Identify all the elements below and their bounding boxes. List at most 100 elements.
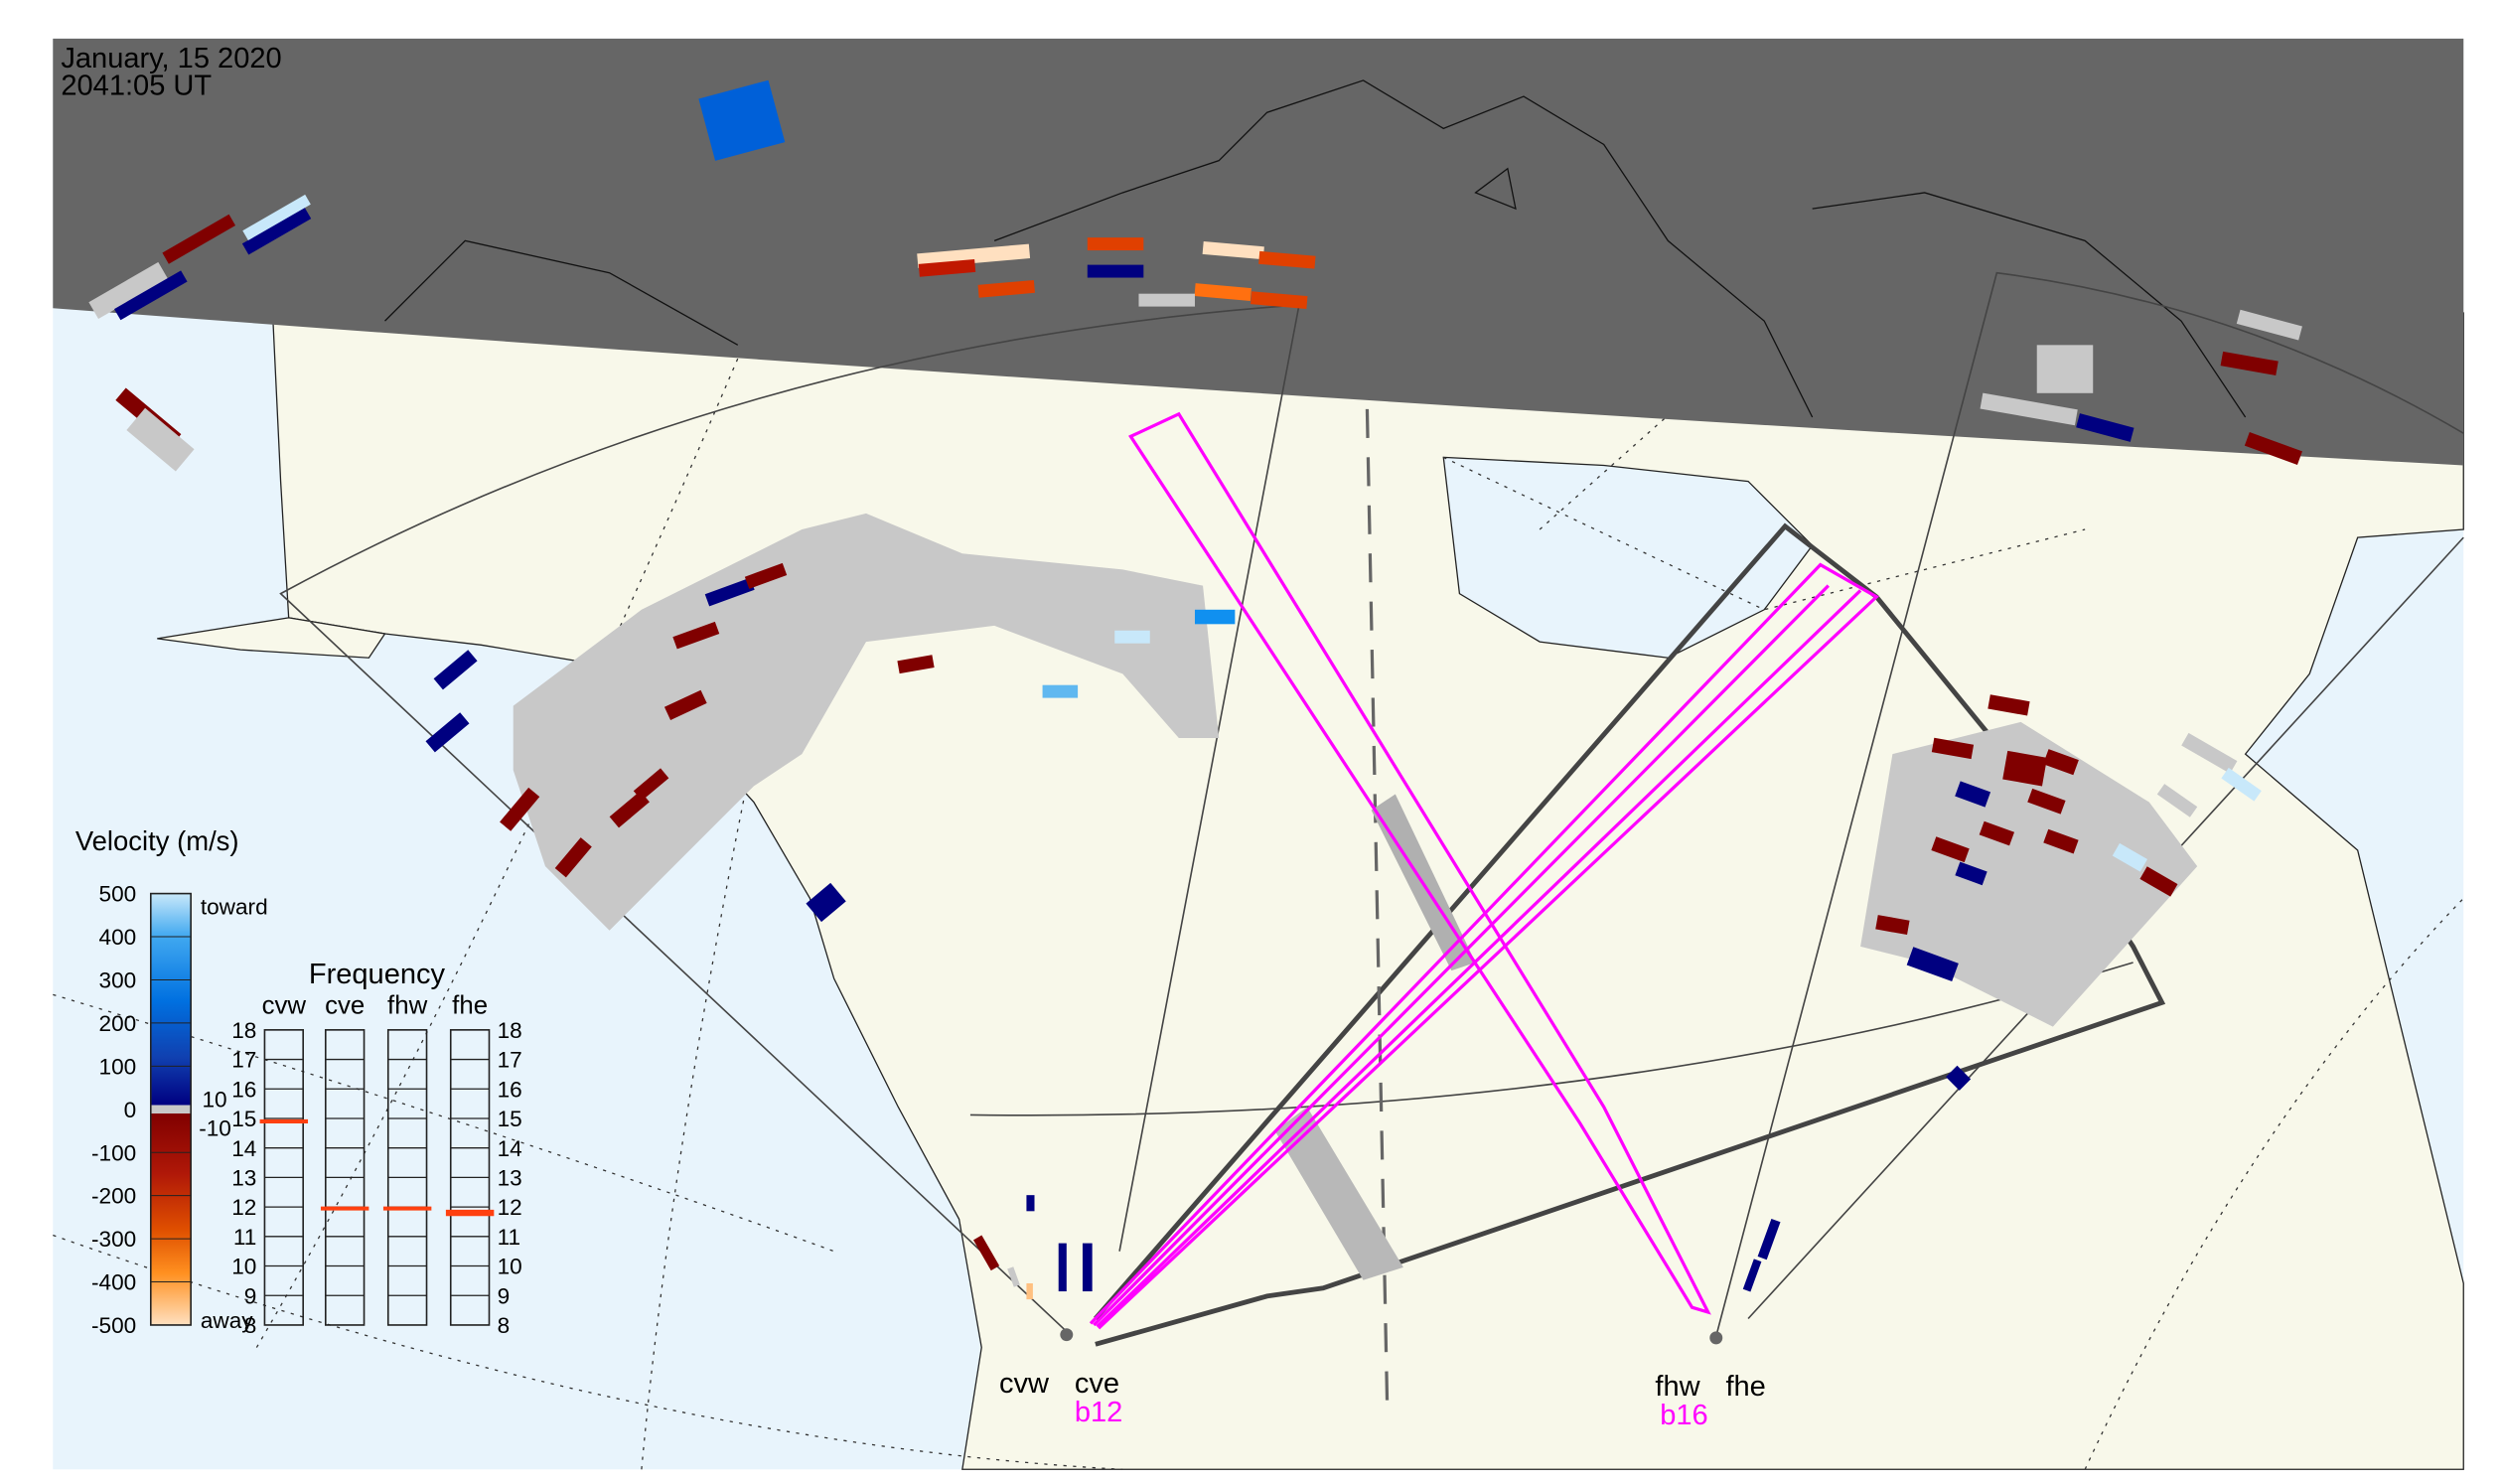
scatter-layer xyxy=(88,79,2302,1300)
frequency-radar-label: fhw xyxy=(387,992,428,1020)
colorbar-tick: 0 xyxy=(124,1098,137,1122)
beam-b16 xyxy=(1128,411,1711,1315)
time-label: 2041:05 UT xyxy=(61,70,212,101)
frequency-tick-left: 12 xyxy=(231,1195,256,1220)
velocity-cell xyxy=(1757,1218,1781,1261)
site-label-cvw: cvw xyxy=(999,1368,1050,1400)
velocity-cell xyxy=(1026,1195,1035,1212)
frequency-tick-left: 11 xyxy=(233,1225,256,1250)
colorbar-tick: -100 xyxy=(91,1140,136,1165)
velocity-cell xyxy=(1058,1243,1067,1292)
velocity-cell xyxy=(433,650,478,690)
colorbar-tick: 100 xyxy=(99,1054,137,1079)
gray-scatter-alaska xyxy=(513,513,1220,931)
velocity-cell xyxy=(242,194,311,241)
velocity-cell xyxy=(1114,630,1150,644)
frequency-radar-label: cve xyxy=(325,992,365,1020)
velocity-cell xyxy=(1026,1282,1033,1300)
velocity-cell xyxy=(2221,767,2262,802)
velocity-cell xyxy=(1194,609,1236,625)
colorbar-tick: -500 xyxy=(91,1313,136,1338)
velocity-cell xyxy=(1955,861,1987,886)
velocity-cell xyxy=(2156,784,2198,817)
velocity-cell xyxy=(2220,351,2279,375)
site-fh-marker xyxy=(1709,1331,1723,1345)
beams xyxy=(1089,411,1879,1330)
velocity-cell xyxy=(972,1235,1000,1271)
frequency-tick-left: 15 xyxy=(231,1107,256,1131)
velocity-cell xyxy=(1931,836,1970,863)
velocity-cell xyxy=(1258,250,1316,269)
velocity-cell xyxy=(977,279,1035,298)
velocity-cell xyxy=(1987,694,2030,716)
velocity-cell xyxy=(2181,732,2238,774)
velocity-cell xyxy=(2043,749,2079,776)
velocity-cell xyxy=(1251,291,1308,310)
velocity-cell xyxy=(500,787,540,831)
alaska-peninsula xyxy=(157,617,386,659)
frequency-tick-left: 16 xyxy=(231,1077,256,1102)
colorbar-tick: -200 xyxy=(91,1184,136,1209)
velocity-cell xyxy=(1875,915,1910,936)
velocity-cell xyxy=(425,712,470,753)
beam-label-b16: b16 xyxy=(1660,1400,1707,1431)
velocity-cell xyxy=(2236,309,2302,341)
velocity-cell xyxy=(2043,828,2079,854)
colorbar-tick: -300 xyxy=(91,1227,136,1252)
velocity-cell xyxy=(1946,1065,1972,1091)
gray-scatter-east xyxy=(1860,721,2198,1027)
hudson-bay xyxy=(1442,456,1814,659)
colorbar-tick: 400 xyxy=(99,925,137,950)
velocity-cell xyxy=(1082,1243,1093,1292)
frequency-tick-left: 14 xyxy=(231,1136,256,1161)
velocity-cell xyxy=(1087,264,1144,278)
velocity-cell xyxy=(2112,842,2147,872)
frequency-tick-right: 9 xyxy=(498,1283,511,1308)
velocity-cell xyxy=(1202,240,1264,260)
velocity-cell xyxy=(1194,283,1251,301)
velocity-cell xyxy=(1087,237,1144,251)
frequency-tick-right: 14 xyxy=(498,1136,522,1161)
frequency-radar-label: cvw xyxy=(262,992,307,1020)
velocity-cell xyxy=(241,207,312,255)
velocity-cell xyxy=(2244,432,2302,465)
velocity-cell xyxy=(554,837,592,878)
site-label-fhe: fhe xyxy=(1725,1371,1765,1403)
velocity-cell xyxy=(113,270,188,321)
frequency-tick-right: 10 xyxy=(498,1255,522,1279)
velocity-cell xyxy=(1931,737,1975,760)
velocity-cell xyxy=(1979,820,2015,846)
velocity-cell xyxy=(1955,781,1991,808)
colorbar-tick: 300 xyxy=(99,968,137,993)
frequency-title: Frequency xyxy=(309,959,446,990)
velocity-cell xyxy=(806,882,846,923)
velocity-cell xyxy=(1007,1266,1020,1287)
gray-scatter-cve-arc xyxy=(1274,1107,1403,1280)
velocity-cell xyxy=(2076,413,2134,442)
frequency-tick-left: 9 xyxy=(244,1283,257,1308)
colorbar-tick: -400 xyxy=(91,1270,136,1295)
frequency-tick-right: 17 xyxy=(498,1048,522,1073)
velocity-cell xyxy=(88,261,168,320)
frequency-tick-right: 15 xyxy=(498,1107,522,1131)
velocity-cell xyxy=(609,791,650,828)
velocity-cell xyxy=(698,79,786,161)
velocity-cell xyxy=(1906,947,1959,982)
gray-band-lower: -10 xyxy=(199,1115,231,1140)
velocity-cell xyxy=(663,689,707,720)
velocity-cell xyxy=(1042,684,1079,698)
velocity-cell xyxy=(897,655,935,674)
beam-label-b12: b12 xyxy=(1075,1397,1122,1428)
frequency-tick-right: 8 xyxy=(498,1313,511,1338)
velocity-cell xyxy=(633,768,669,802)
frequency-radar-label: fhe xyxy=(452,992,488,1020)
frequency-tick-left: 13 xyxy=(231,1165,256,1190)
velocity-colorbar: Velocity (m/s) 5004003002001000-100-200-… xyxy=(75,825,268,1338)
velocity-cell xyxy=(2002,750,2048,787)
colorbar-title: Velocity (m/s) xyxy=(75,825,239,856)
velocity-cell xyxy=(126,407,195,472)
velocity-cell xyxy=(2139,866,2178,897)
frequency-tick-right: 12 xyxy=(498,1195,522,1220)
